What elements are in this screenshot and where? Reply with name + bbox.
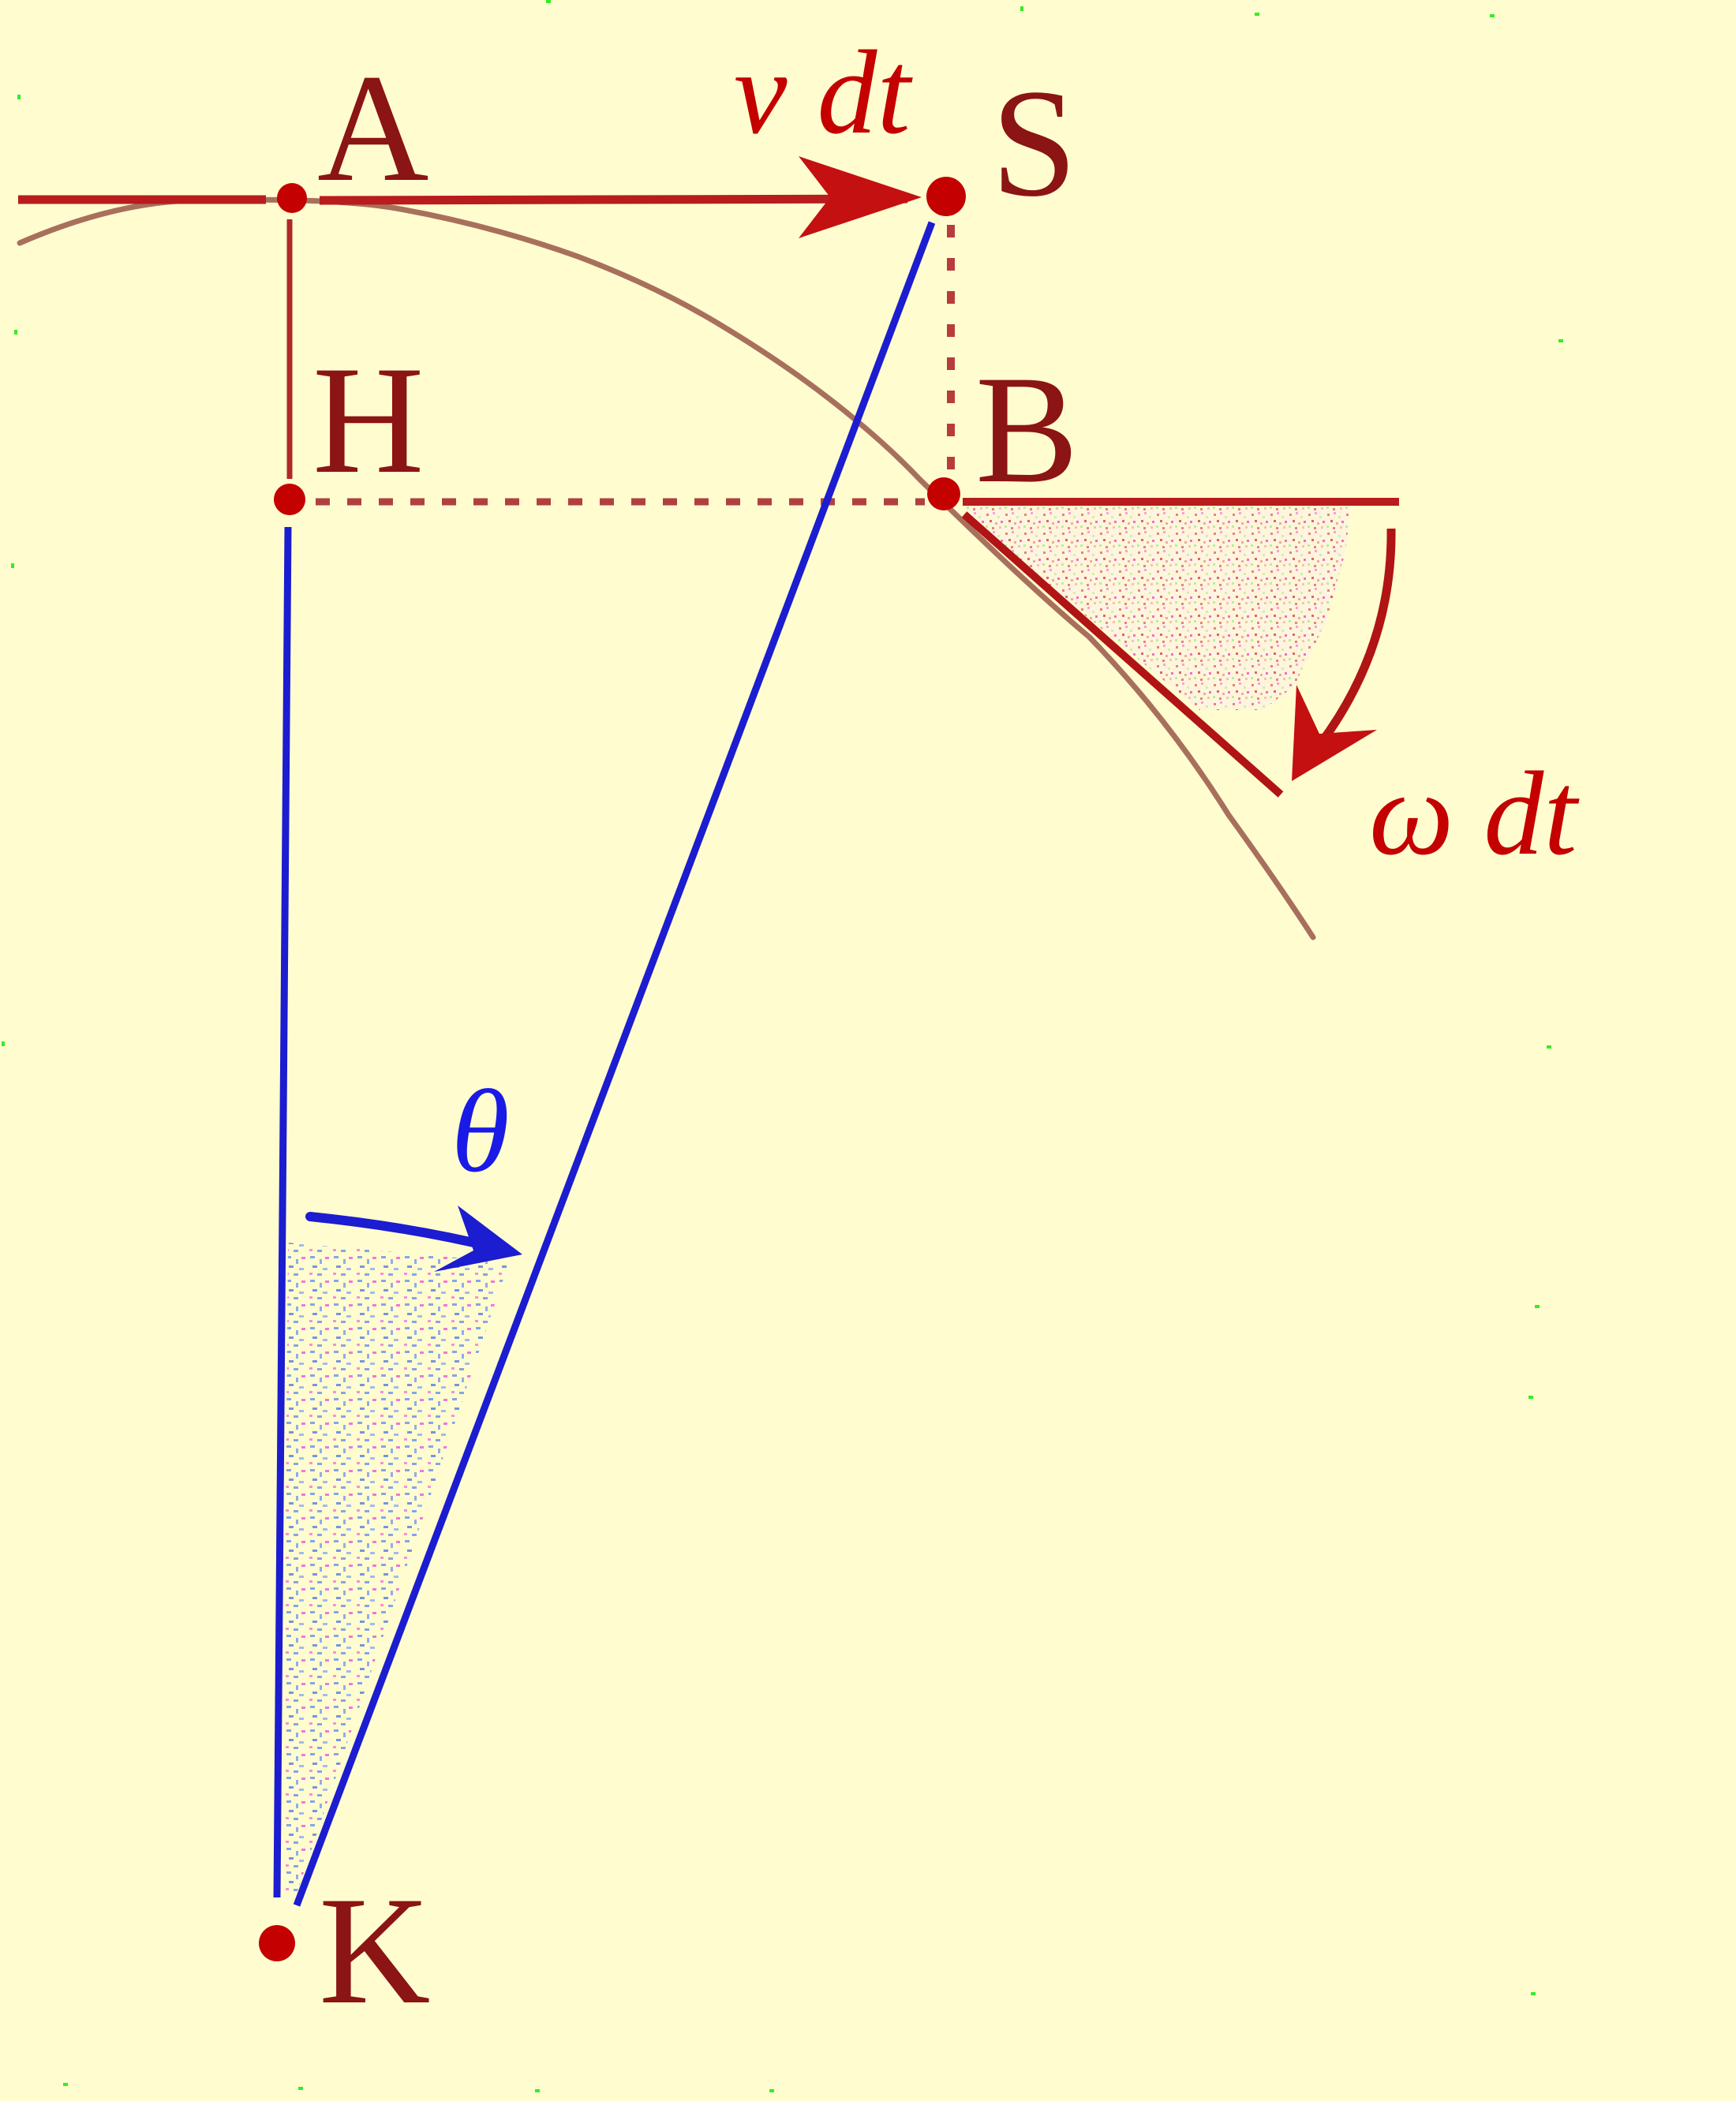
radius-SK bbox=[293, 221, 936, 1907]
label-v-dt: v dt bbox=[734, 26, 913, 159]
velocity-arrow bbox=[319, 156, 922, 238]
point-K bbox=[259, 1925, 295, 1961]
label-theta: θ bbox=[451, 1066, 510, 1197]
point-B bbox=[927, 477, 960, 510]
rotation-arrow bbox=[1292, 528, 1396, 781]
label-H: H bbox=[312, 335, 425, 506]
label-omega-dt: ω dt bbox=[1369, 747, 1580, 880]
label-K: K bbox=[319, 1865, 431, 2036]
point-H bbox=[274, 484, 305, 515]
noise-specks bbox=[2, 0, 1563, 2092]
label-A: A bbox=[317, 43, 429, 214]
point-A bbox=[277, 183, 307, 213]
label-B: B bbox=[975, 344, 1079, 515]
point-S bbox=[926, 177, 966, 216]
radius-HK bbox=[273, 526, 292, 1898]
rotated-ray-B bbox=[961, 511, 1284, 798]
rotation-sector-shading bbox=[964, 505, 1351, 710]
label-S: S bbox=[991, 58, 1077, 229]
theta-arrow bbox=[305, 1206, 522, 1272]
theta-sector-shading bbox=[282, 1243, 509, 1894]
